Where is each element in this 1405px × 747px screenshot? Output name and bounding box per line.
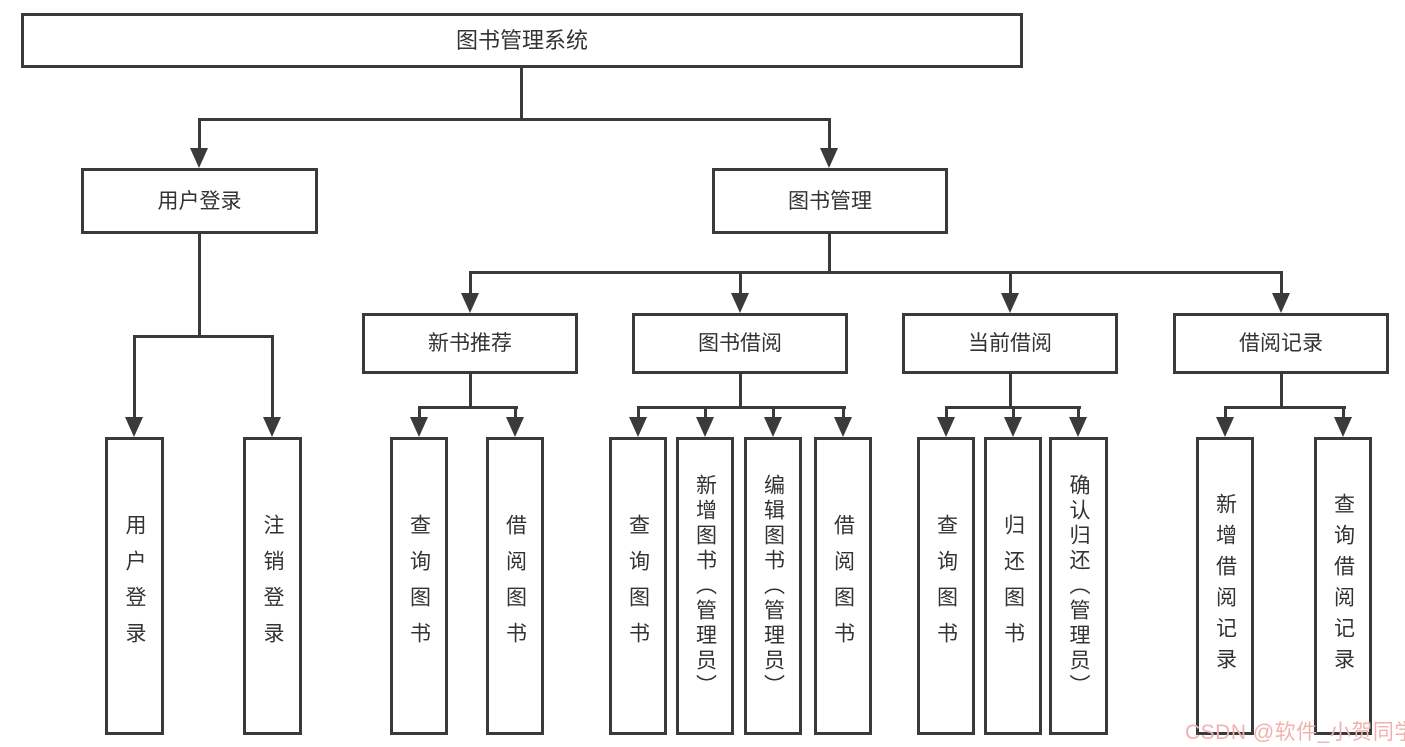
- connector-level3-hbar: [469, 271, 1283, 274]
- connector-stem-borrow-record: [1280, 374, 1283, 409]
- connector-drop-leaf: [271, 338, 274, 419]
- arrow-down-icon: [461, 293, 479, 313]
- leaf-label: 借阅图书: [831, 514, 855, 658]
- leaf-label: 新增图书（管理员）: [693, 473, 717, 699]
- arrow-down-icon: [1334, 417, 1352, 437]
- connector-stem-book-borrow: [739, 374, 742, 409]
- arrow-down-icon: [410, 417, 428, 437]
- arrow-down-icon: [506, 417, 524, 437]
- connector-drop-leaf: [1012, 409, 1015, 419]
- node-book-borrow-label: 图书借阅: [698, 332, 782, 355]
- connector-drop-book-borrow: [739, 274, 742, 296]
- leaf-query-borrow-record: 查询借阅记录: [1314, 437, 1372, 735]
- connector-stem-new-book-rec: [469, 374, 472, 409]
- connector-drop-leaf: [772, 409, 775, 419]
- arrow-down-icon: [629, 417, 647, 437]
- leaf-label: 查询图书: [626, 514, 650, 658]
- arrow-down-icon: [1216, 417, 1234, 437]
- node-book-mgmt: 图书管理: [712, 168, 948, 234]
- arrow-down-icon: [190, 148, 208, 168]
- connector-borrow-record-hbar: [1224, 406, 1346, 409]
- connector-current-borrow-hbar: [945, 406, 1081, 409]
- connector-drop-new-book-rec: [469, 274, 472, 296]
- leaf-label: 编辑图书（管理员）: [761, 473, 785, 699]
- connector-drop-leaf: [1342, 409, 1345, 419]
- connector-drop-leaf: [1077, 409, 1080, 419]
- leaf-query-book-rec: 查询图书: [390, 437, 448, 735]
- leaf-logout: 注销登录: [243, 437, 302, 735]
- leaf-label: 新增借阅记录: [1213, 493, 1237, 679]
- node-borrow-record: 借阅记录: [1173, 313, 1389, 374]
- leaf-label: 借阅图书: [503, 514, 527, 658]
- node-new-book-rec: 新书推荐: [362, 313, 578, 374]
- arrow-down-icon: [937, 417, 955, 437]
- leaf-confirm-return-admin: 确认归还（管理员）: [1049, 437, 1108, 735]
- leaf-user-login: 用户登录: [105, 437, 164, 735]
- connector-drop-borrow-record: [1280, 274, 1283, 296]
- connector-drop-leaf: [514, 409, 517, 419]
- leaf-query-current: 查询图书: [917, 437, 975, 735]
- node-book-mgmt-label: 图书管理: [788, 189, 872, 213]
- leaf-return-book: 归还图书: [984, 437, 1042, 735]
- node-root-label: 图书管理系统: [455, 27, 588, 53]
- node-user-login: 用户登录: [81, 168, 318, 234]
- leaf-label: 归还图书: [1001, 514, 1025, 658]
- connector-drop-leaf: [842, 409, 845, 419]
- leaf-label: 查询借阅记录: [1331, 493, 1355, 679]
- arrow-down-icon: [125, 417, 143, 437]
- connector-drop-book-mgmt: [828, 121, 831, 150]
- connector-root-trunk: [520, 68, 523, 121]
- leaf-label: 用户登录: [123, 514, 146, 658]
- node-book-borrow: 图书借阅: [632, 313, 848, 374]
- node-new-book-rec-label: 新书推荐: [428, 332, 512, 355]
- node-borrow-record-label: 借阅记录: [1239, 332, 1323, 355]
- connector-drop-leaf: [945, 409, 948, 419]
- leaf-borrow-book-rec: 借阅图书: [486, 437, 544, 735]
- node-current-borrow-label: 当前借阅: [968, 332, 1052, 355]
- arrow-down-icon: [1272, 293, 1290, 313]
- connector-drop-current-borrow: [1009, 274, 1012, 296]
- connector-drop-leaf: [418, 409, 421, 419]
- connector-drop-leaf: [133, 338, 136, 419]
- connector-drop-user-login: [198, 121, 201, 150]
- arrow-down-icon: [696, 417, 714, 437]
- arrow-down-icon: [820, 148, 838, 168]
- connector-level2-hbar: [198, 118, 831, 121]
- connector-drop-leaf: [1224, 409, 1227, 419]
- arrow-down-icon: [1001, 293, 1019, 313]
- connector-user-login-hbar: [133, 335, 274, 338]
- leaf-label: 查询图书: [934, 514, 958, 658]
- connector-stem-current-borrow: [1009, 374, 1012, 409]
- leaf-label: 查询图书: [407, 514, 431, 658]
- arrow-down-icon: [1004, 417, 1022, 437]
- leaf-add-book-admin: 新增图书（管理员）: [676, 437, 734, 735]
- arrow-down-icon: [1069, 417, 1087, 437]
- leaf-add-borrow-record: 新增借阅记录: [1196, 437, 1254, 735]
- node-root: 图书管理系统: [21, 13, 1023, 68]
- connector-stem-user-login: [198, 232, 201, 338]
- arrow-down-icon: [834, 417, 852, 437]
- connector-stem-book-mgmt: [828, 234, 831, 274]
- arrow-down-icon: [764, 417, 782, 437]
- connector-book-borrow-hbar: [637, 406, 846, 409]
- connector-drop-leaf: [704, 409, 707, 419]
- node-user-login-label: 用户登录: [157, 189, 242, 213]
- leaf-edit-book-admin: 编辑图书（管理员）: [744, 437, 802, 735]
- arrow-down-icon: [731, 293, 749, 313]
- connector-drop-leaf: [637, 409, 640, 419]
- node-current-borrow: 当前借阅: [902, 313, 1118, 374]
- leaf-borrow-book: 借阅图书: [814, 437, 872, 735]
- csdn-watermark: CSDN @软件_小贺同学: [1185, 721, 1405, 744]
- arrow-down-icon: [263, 417, 281, 437]
- leaf-label: 注销登录: [261, 514, 284, 658]
- leaf-label: 确认归还（管理员）: [1067, 473, 1090, 699]
- connector-new-book-rec-hbar: [418, 406, 518, 409]
- leaf-query-book: 查询图书: [609, 437, 667, 735]
